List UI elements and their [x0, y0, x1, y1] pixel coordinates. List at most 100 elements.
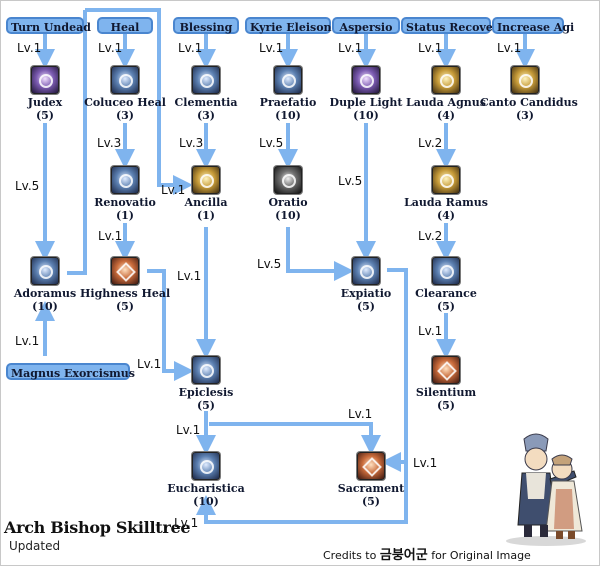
diagram-subtitle: Updated — [9, 539, 61, 553]
judex-icon — [31, 66, 59, 94]
epiclesis-icon — [192, 356, 220, 384]
skill-max-level: (5) — [35, 109, 55, 122]
skill-max-level: (3) — [196, 109, 216, 122]
skill-judex: Judex (5) — [0, 66, 90, 122]
requirement-label: Lv.1 — [418, 324, 443, 338]
requirement-label: Lv.1 — [177, 269, 202, 283]
praefatio-icon — [274, 66, 302, 94]
base-skill-heal: Heal — [97, 17, 153, 34]
clementia-icon — [192, 66, 220, 94]
requirement-label: Lv.5 — [259, 136, 284, 150]
skill-max-level: (5) — [361, 495, 381, 508]
clearance-icon — [432, 257, 460, 285]
duple-light-icon — [352, 66, 380, 94]
renovatio-icon — [111, 166, 139, 194]
skill-clementia: Clementia (3) — [161, 66, 251, 122]
skill-max-level: (5) — [115, 300, 135, 313]
skill-name: Coluceo Heal — [84, 96, 166, 109]
requirement-label: Lv.1 — [497, 41, 522, 55]
base-skill-status-recovery: Status Recovery — [401, 17, 505, 34]
expiatio-icon — [352, 257, 380, 285]
skill-name: Clementia — [174, 96, 238, 109]
requirement-label: Lv.1 — [348, 407, 373, 421]
skill-max-level: (10) — [193, 495, 219, 508]
requirement-label: Lv.1 — [98, 229, 123, 243]
skill-name: Ancilla — [184, 196, 228, 209]
skill-name: Epiclesis — [178, 386, 234, 399]
base-skill-increase-agi: Increase Agi — [492, 17, 574, 34]
credits-prefix: Credits to — [323, 549, 377, 562]
lauda-agnus-icon — [432, 66, 460, 94]
silentium-icon — [432, 356, 460, 384]
eucharistica-icon — [192, 452, 220, 480]
skill-max-level: (10) — [275, 209, 301, 222]
ancilla-icon — [192, 166, 220, 194]
requirement-label: Lv.1 — [137, 357, 162, 371]
requirement-label: Lv.2 — [418, 136, 443, 150]
skill-name: Clearance — [415, 287, 477, 300]
skill-name: Silentium — [415, 386, 477, 399]
requirement-label: Lv.1 — [338, 41, 363, 55]
base-skill-kyrie-eleison: Kyrie Eleison — [245, 17, 332, 34]
skill-sacrament: Sacrament (5) — [326, 452, 416, 508]
requirement-label: Lv.1 — [98, 41, 123, 55]
requirement-label: Lv.1 — [176, 423, 201, 437]
link-oratio-expiatio — [286, 227, 354, 281]
skill-max-level: (10) — [275, 109, 301, 122]
skill-max-level: (10) — [353, 109, 379, 122]
highness-heal-icon — [111, 257, 139, 285]
requirement-label: Lv.3 — [179, 136, 204, 150]
link-highness-heal-epiclesis — [147, 269, 194, 381]
requirement-label: Lv.5 — [338, 174, 363, 188]
skill-duple-light: Duple Light (10) — [321, 66, 411, 122]
skill-max-level: (5) — [436, 399, 456, 412]
skill-canto-candidus: Canto Candidus (3) — [480, 66, 578, 122]
skill-oratio: Oratio (10) — [243, 166, 333, 222]
credits-suffix: for Original Image — [431, 549, 531, 562]
base-skill-turn-undead: Turn Undead — [6, 17, 91, 34]
skill-max-level: (1) — [115, 209, 135, 222]
skill-name: Renovatio — [94, 196, 156, 209]
skill-name: Praefatio — [259, 96, 317, 109]
requirement-label: Lv.5 — [15, 179, 40, 193]
skill-max-level: (3) — [515, 109, 535, 122]
skill-silentium: Silentium (5) — [401, 356, 491, 412]
adoramus-icon — [31, 257, 59, 285]
skill-clearance: Clearance (5) — [401, 257, 491, 313]
requirement-label: Lv.1 — [413, 456, 438, 470]
skill-lauda-ramus: Lauda Ramus (4) — [401, 166, 491, 222]
skill-eucharistica: Eucharistica (10) — [161, 452, 251, 508]
skill-name: Lauda Ramus — [404, 196, 488, 209]
base-skill-aspersio: Aspersio — [332, 17, 400, 34]
base-skill-magnus-exorcismus: Magnus Exorcismus — [6, 363, 135, 380]
requirement-label: Lv.2 — [418, 229, 443, 243]
skill-name: Duple Light — [329, 96, 403, 109]
requirement-label: Lv.5 — [257, 257, 282, 271]
skill-name: Judex — [27, 96, 63, 109]
requirement-label: Lv.1 — [418, 41, 443, 55]
skill-max-level: (5) — [436, 300, 456, 313]
skill-name: Expiatio — [340, 287, 392, 300]
lauda-ramus-icon — [432, 166, 460, 194]
credits-line: Credits to 금붕어군 for Original Image — [323, 544, 531, 563]
requirement-label: Lv.1 — [174, 516, 199, 530]
skill-max-level: (4) — [436, 209, 456, 222]
skill-ancilla: Ancilla (1) — [161, 166, 251, 222]
skill-name: Oratio — [268, 196, 308, 209]
requirement-label: Lv.1 — [161, 183, 186, 197]
requirement-label: Lv.1 — [17, 41, 42, 55]
link-eucharistica-sacrament — [209, 422, 381, 455]
oratio-icon — [274, 166, 302, 194]
link-expiatio-eucharistica — [196, 462, 408, 524]
requirement-label: Lv.1 — [15, 334, 40, 348]
skill-name: Canto Candidus — [480, 96, 578, 109]
skill-name: Sacrament — [337, 482, 405, 495]
skill-max-level: (10) — [32, 300, 58, 313]
skill-name: Highness Heal — [80, 287, 171, 300]
skill-max-level: (5) — [196, 399, 216, 412]
link-expiatio-sacrament — [381, 268, 408, 472]
skill-name: Eucharistica — [167, 482, 245, 495]
skill-max-level: (4) — [436, 109, 456, 122]
skill-highness-heal: Highness Heal (5) — [80, 257, 170, 313]
